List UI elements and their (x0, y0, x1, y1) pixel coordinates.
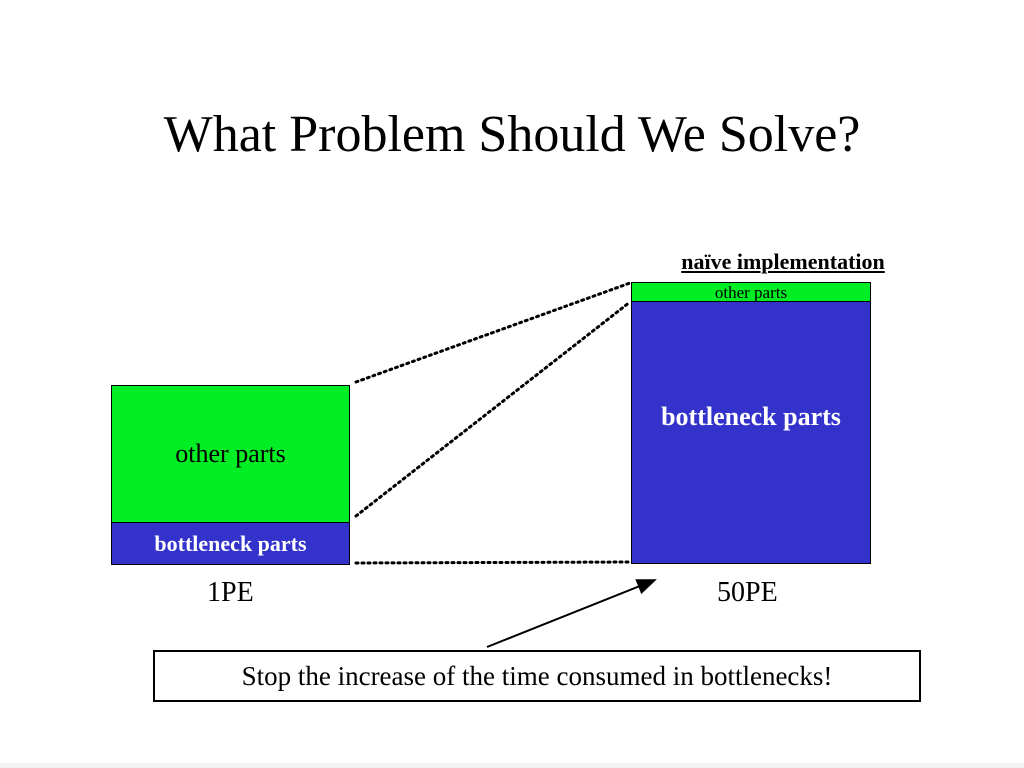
dotted-line-middle (354, 300, 632, 518)
right-other-parts-label: other parts (714, 283, 788, 302)
slide-title: What Problem Should We Solve? (163, 106, 861, 163)
left-other-parts-label: other parts (175, 439, 286, 468)
right-bottleneck-segment: bottleneck parts (631, 301, 871, 564)
dotted-line-bottom (354, 560, 632, 565)
bottom-strip (0, 763, 1024, 768)
right-bottleneck-label: bottleneck parts (661, 402, 841, 431)
naive-implementation-heading: naïve implementation (681, 249, 885, 274)
left-pe-label: 1PE (207, 577, 254, 608)
dotted-line-top (354, 281, 632, 384)
note-box: Stop the increase of the time consumed i… (153, 650, 921, 702)
left-other-parts-segment: other parts (111, 385, 350, 523)
note-text: Stop the increase of the time consumed i… (241, 660, 833, 691)
left-bottleneck-segment: bottleneck parts (111, 522, 350, 565)
left-bottleneck-label: bottleneck parts (154, 530, 307, 556)
arrow-line (486, 579, 657, 648)
right-pe-label: 50PE (717, 577, 778, 608)
